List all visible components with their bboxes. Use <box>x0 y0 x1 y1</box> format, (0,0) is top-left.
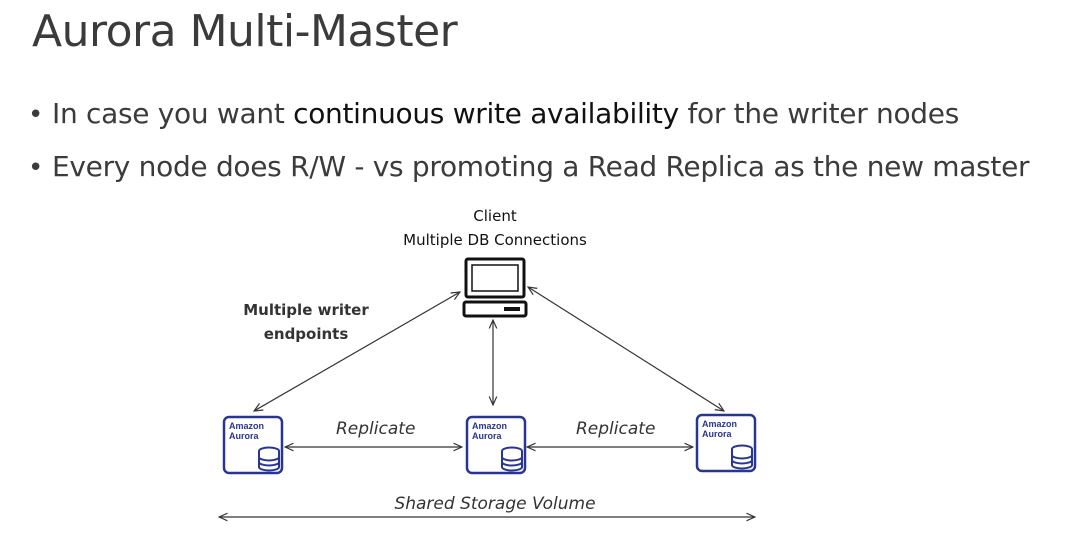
slide-title: Aurora Multi-Master <box>32 6 458 57</box>
aurora-node-label-line2: Aurora <box>229 431 259 441</box>
shared-storage-label: Shared Storage Volume <box>394 494 596 514</box>
connection-client-node-left <box>254 292 460 411</box>
bullet-dot-icon: • <box>28 100 44 130</box>
bullet-list: • In case you want continuous write avail… <box>28 88 1030 194</box>
bullet-item: • Every node does R/W - vs promoting a Re… <box>28 141 1030 194</box>
replicate-label-left: Replicate <box>336 419 416 439</box>
aurora-db-icon <box>222 415 284 475</box>
writer-endpoints-line2: endpoints <box>263 325 349 343</box>
aurora-node-label-line2: Aurora <box>702 429 732 439</box>
computer-terminal-icon <box>462 257 528 318</box>
client-label-line1: Client <box>473 207 517 225</box>
aurora-db-icon <box>695 413 757 473</box>
bullet-text-emphasis: continuous write availability <box>293 97 679 130</box>
aurora-node-label-line1: Amazon <box>472 421 508 431</box>
bullet-text-pre: Every node does R/W - vs promoting a Rea… <box>52 150 1030 183</box>
aurora-node-label-line1: Amazon <box>702 419 738 429</box>
bullet-text-post: for the writer nodes <box>678 97 959 130</box>
connection-client-node-right <box>528 287 724 411</box>
bullet-dot-icon: • <box>28 153 44 183</box>
replicate-label-right: Replicate <box>576 419 656 439</box>
client-label: Client Multiple DB Connections <box>380 204 610 252</box>
aurora-node-label: Amazon Aurora <box>702 419 737 439</box>
client-label-line2: Multiple DB Connections <box>403 231 587 249</box>
aurora-db-icon <box>465 415 527 475</box>
aurora-node-label: Amazon Aurora <box>472 421 507 441</box>
writer-endpoints-label: Multiple writer endpoints <box>230 298 382 346</box>
aurora-node-label: Amazon Aurora <box>229 421 264 441</box>
bullet-text-pre: In case you want <box>52 97 294 130</box>
bullet-item: • In case you want continuous write avail… <box>28 88 1029 141</box>
aurora-node-label-line1: Amazon <box>229 421 265 431</box>
writer-endpoints-line1: Multiple writer <box>243 301 369 319</box>
aurora-node-label-line2: Aurora <box>472 431 502 441</box>
